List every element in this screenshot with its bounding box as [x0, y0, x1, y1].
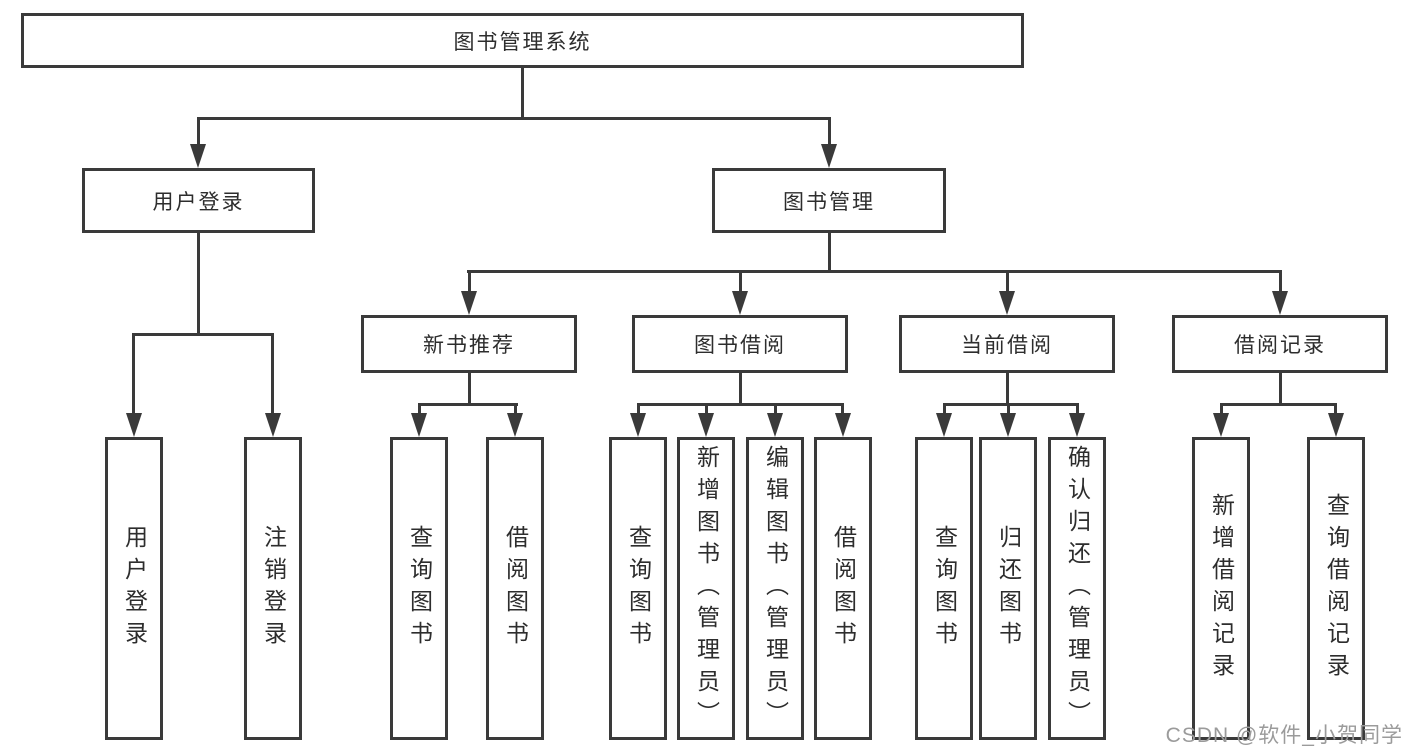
- arrowhead-down-icon: [936, 413, 952, 437]
- leaf-borrow-query-books: 查询图书: [609, 437, 667, 740]
- connector-line: [197, 117, 831, 120]
- arrowhead-down-icon: [1272, 291, 1288, 315]
- leaf-edit-books-admin-label: 编辑图书（管理员）: [762, 444, 789, 733]
- arrowhead-down-icon: [999, 291, 1015, 315]
- leaf-borrow-books: 借阅图书: [814, 437, 872, 740]
- connector-line: [1076, 403, 1079, 415]
- connector-line: [739, 270, 742, 292]
- node-borrow-records-label: 借阅记录: [1234, 334, 1326, 357]
- connector-line: [468, 373, 471, 406]
- node-new-book-recommend: 新书推荐: [361, 315, 577, 373]
- connector-line: [467, 270, 1281, 273]
- node-new-book-recommend-label: 新书推荐: [423, 334, 515, 357]
- node-user-login-label: 用户登录: [152, 190, 245, 214]
- node-current-borrow-label: 当前借阅: [961, 334, 1053, 357]
- connector-line: [132, 333, 135, 413]
- connector-line: [828, 233, 831, 273]
- leaf-recommend-query-books: 查询图书: [390, 437, 448, 740]
- node-current-borrow: 当前借阅: [899, 315, 1115, 373]
- connector-line: [1279, 373, 1282, 406]
- connector-line: [1006, 373, 1009, 406]
- leaf-return-books: 归还图书: [979, 437, 1037, 740]
- arrowhead-down-icon: [767, 413, 783, 437]
- connector-line: [705, 403, 708, 415]
- connector-line: [828, 117, 831, 146]
- leaf-add-borrow-record: 新增借阅记录: [1192, 437, 1250, 740]
- arrowhead-down-icon: [1328, 413, 1344, 437]
- arrowhead-down-icon: [1069, 413, 1085, 437]
- connector-line: [1007, 403, 1010, 415]
- connector-line: [468, 270, 471, 292]
- watermark: CSDN @软件_小贺同学: [1165, 724, 1403, 747]
- connector-line: [1334, 403, 1337, 415]
- arrowhead-down-icon: [507, 413, 523, 437]
- connector-line: [514, 403, 517, 415]
- connector-line: [739, 373, 742, 406]
- node-book-borrow-label: 图书借阅: [694, 334, 786, 357]
- connector-line: [637, 403, 844, 406]
- connector-line: [1220, 403, 1337, 406]
- node-book-management: 图书管理: [712, 168, 946, 233]
- leaf-borrow-books-label: 借阅图书: [830, 524, 857, 653]
- connector-line: [521, 68, 524, 120]
- leaf-user-login-label: 用户登录: [121, 524, 148, 653]
- leaf-recommend-borrow-books-label: 借阅图书: [502, 524, 529, 653]
- arrowhead-down-icon: [698, 413, 714, 437]
- leaf-add-books-admin-label: 新增图书（管理员）: [693, 444, 720, 733]
- connector-line: [774, 403, 777, 415]
- arrowhead-down-icon: [411, 413, 427, 437]
- node-book-borrow: 图书借阅: [632, 315, 848, 373]
- arrowhead-down-icon: [126, 413, 142, 437]
- leaf-borrow-query-books-label: 查询图书: [625, 524, 652, 653]
- arrowhead-down-icon: [732, 291, 748, 315]
- connector-line: [132, 333, 274, 336]
- leaf-return-books-label: 归还图书: [995, 524, 1022, 653]
- node-book-management-label: 图书管理: [783, 190, 875, 214]
- arrowhead-down-icon: [821, 144, 837, 168]
- leaf-user-login: 用户登录: [105, 437, 163, 740]
- leaf-query-borrow-record: 查询借阅记录: [1307, 437, 1365, 740]
- leaf-current-query-books: 查询图书: [915, 437, 973, 740]
- leaf-confirm-return-admin: 确认归还（管理员）: [1048, 437, 1106, 740]
- leaf-logout: 注销登录: [244, 437, 302, 740]
- arrowhead-down-icon: [1213, 413, 1229, 437]
- arrowhead-down-icon: [265, 413, 281, 437]
- leaf-recommend-query-books-label: 查询图书: [406, 524, 433, 653]
- leaf-confirm-return-admin-label: 确认归还（管理员）: [1064, 444, 1091, 733]
- connector-line: [1006, 270, 1009, 292]
- connector-line: [418, 403, 421, 415]
- connector-line: [943, 403, 1078, 406]
- root-node-label: 图书管理系统: [453, 30, 592, 54]
- leaf-logout-label: 注销登录: [260, 524, 287, 653]
- arrowhead-down-icon: [630, 413, 646, 437]
- leaf-query-borrow-record-label: 查询借阅记录: [1323, 492, 1350, 685]
- connector-line: [943, 403, 946, 415]
- connector-line: [197, 233, 200, 336]
- arrowhead-down-icon: [461, 291, 477, 315]
- root-node-library-system: 图书管理系统: [21, 13, 1024, 68]
- connector-line: [197, 117, 200, 146]
- node-user-login: 用户登录: [82, 168, 315, 233]
- connector-line: [1279, 270, 1282, 292]
- connector-line: [418, 403, 518, 406]
- connector-line: [841, 403, 844, 415]
- leaf-edit-books-admin: 编辑图书（管理员）: [746, 437, 804, 740]
- node-borrow-records: 借阅记录: [1172, 315, 1388, 373]
- connector-line: [271, 333, 274, 413]
- leaf-current-query-books-label: 查询图书: [931, 524, 958, 653]
- connector-line: [637, 403, 640, 415]
- arrowhead-down-icon: [835, 413, 851, 437]
- leaf-recommend-borrow-books: 借阅图书: [486, 437, 544, 740]
- connector-line: [1220, 403, 1223, 415]
- arrowhead-down-icon: [1000, 413, 1016, 437]
- arrowhead-down-icon: [190, 144, 206, 168]
- leaf-add-borrow-record-label: 新增借阅记录: [1208, 492, 1235, 685]
- leaf-add-books-admin: 新增图书（管理员）: [677, 437, 735, 740]
